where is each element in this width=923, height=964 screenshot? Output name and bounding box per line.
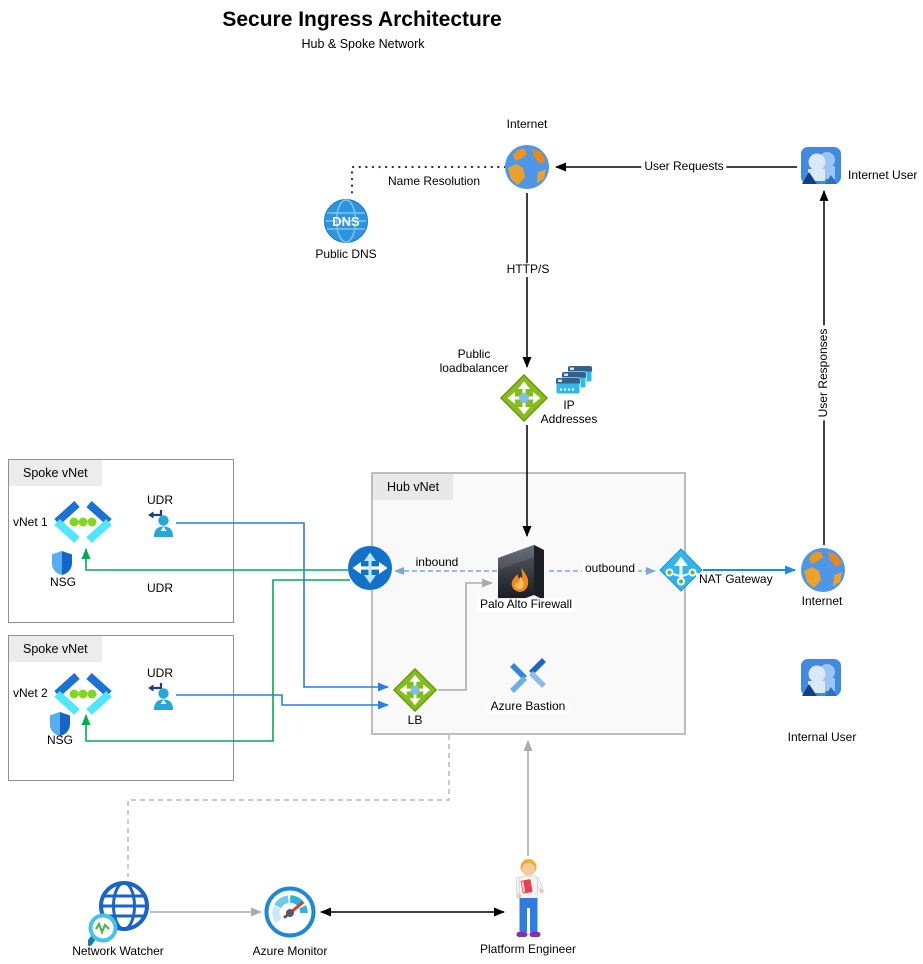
internet-globe-icon — [504, 144, 550, 190]
flame-icon — [511, 568, 529, 592]
internet-top-label: Internet — [506, 117, 548, 132]
palo-alto-firewall-label: Palo Alto Firewall — [476, 597, 576, 612]
hub-lb-icon — [392, 667, 438, 713]
spoke1-vnet-tab: Spoke vNet — [9, 460, 102, 486]
ip-addresses-label-line1: IP — [563, 398, 575, 413]
hub-vnet-tab: Hub vNet — [373, 474, 454, 500]
vnet1-icon — [51, 500, 115, 544]
nsg2-shield-icon — [49, 711, 71, 737]
udr2-icon — [145, 680, 175, 712]
public-loadbalancer-icon — [499, 373, 549, 423]
edge-hub-to-watcher-dashed-line — [127, 735, 450, 877]
internal-user-icon — [798, 657, 844, 699]
udr1-icon — [145, 507, 175, 539]
spoke1-vnet-box — [8, 459, 234, 623]
nsg1-shield-icon — [51, 550, 73, 576]
vnet2-icon — [51, 672, 115, 716]
diagram-title: Secure Ingress Architecture — [222, 8, 502, 31]
edge-name-resolution-line — [350, 165, 507, 198]
inbound-label: inbound — [415, 555, 459, 570]
dns-icon-text: DNS — [332, 214, 360, 229]
nat-gateway-label: NAT Gateway — [696, 572, 776, 587]
internet-user-label: Internet User — [848, 168, 918, 183]
hub-lb-label: LB — [407, 713, 423, 728]
vnet1-label: vNet 1 — [13, 515, 48, 530]
udr1-label: UDR — [147, 493, 173, 508]
udr1b-label: UDR — [147, 581, 173, 596]
azure-bastion-label: Azure Bastion — [487, 699, 569, 714]
azure-monitor-icon — [264, 886, 316, 938]
network-watcher-label: Network Watcher — [72, 944, 164, 959]
edge-router-to-spoke2-line — [81, 579, 350, 742]
palo-alto-firewall-icon — [494, 538, 552, 612]
internet-right-label: Internet — [801, 594, 843, 609]
network-watcher-icon — [86, 880, 156, 948]
internet-user-icon — [798, 145, 844, 187]
ip-addresses-label: IP Addresses — [540, 398, 598, 427]
user-responses-label: User Responses — [816, 325, 831, 421]
platform-engineer-icon — [508, 856, 548, 942]
udr2-label: UDR — [147, 666, 173, 681]
edge-lb-to-firewall-gray-line — [438, 578, 493, 691]
public-loadbalancer-label: Public loadbalancer — [439, 347, 509, 376]
public-loadbalancer-label-line1: Public — [457, 347, 491, 362]
nat-gateway-icon — [658, 547, 704, 593]
ip-addresses-label-line2: Addresses — [540, 412, 598, 426]
router-icon — [347, 545, 393, 591]
public-dns-icon: DNS — [323, 198, 369, 244]
https-label: HTTP/S — [503, 262, 553, 277]
diagram-subtitle: Hub & Spoke Network — [301, 37, 425, 51]
name-resolution-label: Name Resolution — [387, 174, 481, 189]
azure-monitor-label: Azure Monitor — [252, 944, 328, 959]
user-requests-label: User Requests — [641, 159, 727, 174]
vnet2-label: vNet 2 — [13, 686, 48, 701]
outbound-label: outbound — [581, 561, 639, 576]
public-loadbalancer-label-line2: loadbalancer — [439, 361, 509, 375]
nsg1-label: NSG — [49, 575, 77, 590]
internet-right-globe-icon — [800, 547, 846, 593]
public-dns-label: Public DNS — [315, 247, 377, 262]
platform-engineer-label: Platform Engineer — [479, 942, 577, 957]
spoke2-vnet-tab: Spoke vNet — [9, 636, 102, 662]
azure-bastion-icon — [508, 657, 548, 697]
internal-user-label: Internal User — [787, 730, 857, 745]
ip-addresses-icon — [555, 365, 594, 398]
edge-router-to-spoke1-line — [81, 548, 348, 571]
nsg2-label: NSG — [46, 733, 74, 748]
edge-udr1-to-lb-line — [176, 522, 389, 692]
edge-udr2-to-lb-line — [176, 694, 389, 710]
